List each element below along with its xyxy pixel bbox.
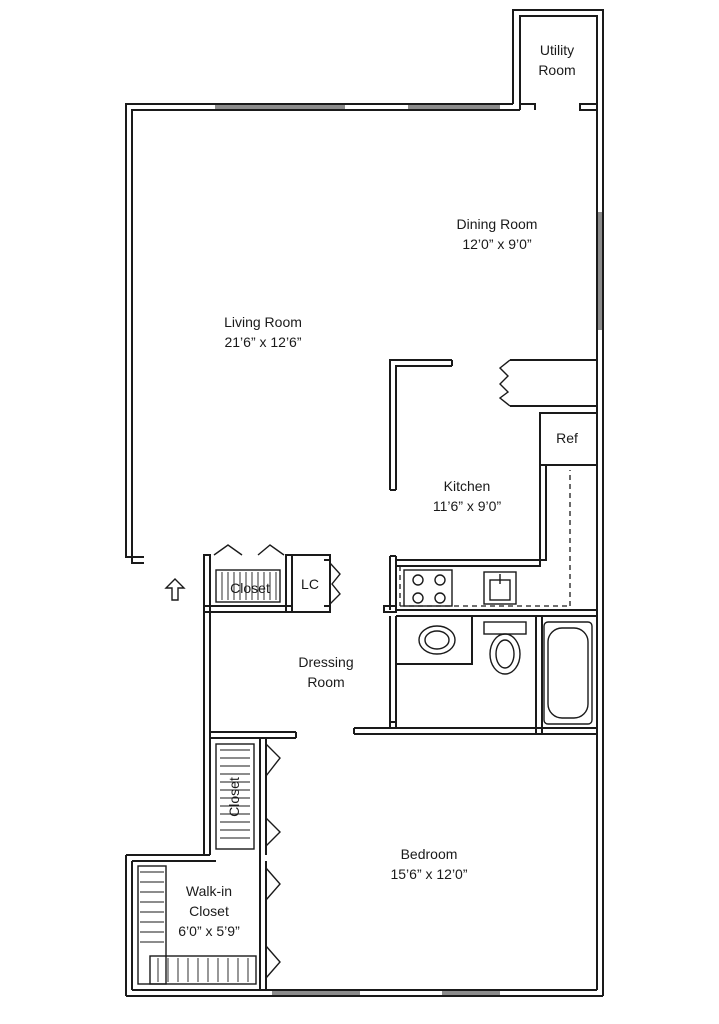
utility-room-label-2: Room [538,62,575,78]
dressing-room-label-1: Dressing [298,654,353,670]
kitchen-label: Kitchen [444,478,491,494]
windows [215,105,602,995]
bathtub-icon [543,621,593,725]
dressing-walls [210,731,297,855]
entry-closets [203,544,341,613]
ref-label: Ref [556,430,578,446]
stove-icon [403,569,453,607]
walkin-walls [137,855,281,990]
kitchen-dims: 11’6” x 9’0” [433,498,502,514]
walkin-closet-label-1: Walk-in [186,883,232,899]
kitchen-walls [383,359,598,617]
bathroom-walls [353,615,597,735]
linen-closet-label: LC [301,576,319,592]
toilet-icon [483,621,527,675]
dining-room-label: Dining Room [457,216,538,232]
bedroom-label: Bedroom [401,846,458,862]
walkin-closet-dims: 6’0” x 5’9” [178,923,240,939]
kitchen-sink-icon [483,571,517,605]
utility-door-jamb-left [520,103,536,110]
bathroom-sink-icon [418,625,456,655]
entry-closet-label: Closet [230,580,270,596]
dining-room-dims: 12’0” x 9’0” [462,236,532,252]
side-closet-label: Closet [226,777,242,817]
bedroom-dims: 15’6” x 12’0” [390,866,467,882]
up-arrow-icon [164,578,186,601]
living-room-label: Living Room [224,314,302,330]
exterior-walls [125,9,604,997]
dressing-room-label-2: Room [307,674,344,690]
utility-room-label-1: Utility [540,42,574,58]
walkin-closet-label-2: Closet [189,903,229,919]
living-room-dims: 21’6” x 12’6” [224,334,301,350]
utility-door-jamb-right [579,103,598,111]
